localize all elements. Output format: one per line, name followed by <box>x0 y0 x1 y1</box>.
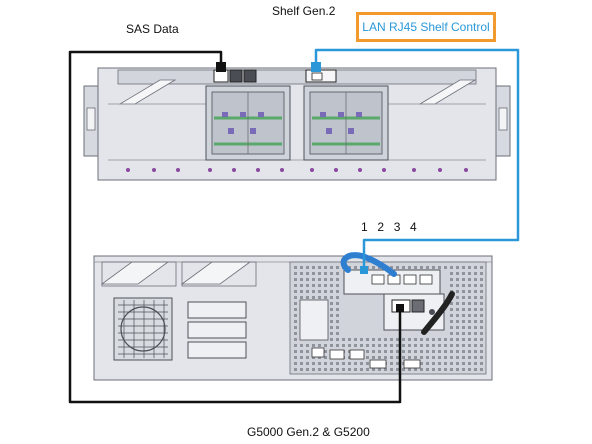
shelf-chassis <box>83 67 511 181</box>
lan-label-box: LAN RJ45 Shelf Control <box>356 12 496 42</box>
lan-cable <box>314 48 520 270</box>
controller-title: G5000 Gen.2 & G5200 <box>247 425 370 439</box>
port-number-1: 1 <box>361 220 368 234</box>
shelf-title: Shelf Gen.2 <box>272 4 336 18</box>
sas-cable <box>68 50 402 404</box>
lan-label: LAN RJ45 Shelf Control <box>362 20 490 34</box>
sas-data-label: SAS Data <box>126 22 179 36</box>
port-numbers: 1 2 3 4 <box>361 220 423 234</box>
port-number-3: 3 <box>393 220 401 234</box>
port-number-2: 2 <box>377 220 385 234</box>
port-number-4: 4 <box>410 220 417 234</box>
controller-chassis <box>93 252 493 381</box>
